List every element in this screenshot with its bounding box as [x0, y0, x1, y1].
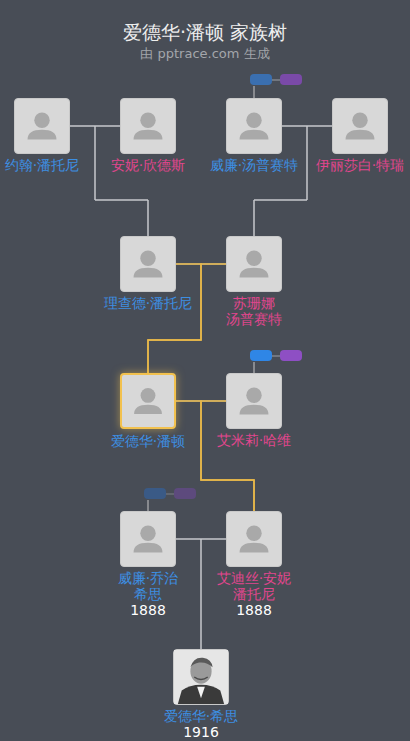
person-icon: [227, 237, 281, 291]
person-icon: [122, 375, 174, 427]
person-label: 爱德华·潘顿: [111, 433, 185, 449]
person-name: 艾米莉·哈维: [217, 432, 291, 448]
person-name: 爱德华·潘顿: [111, 433, 185, 449]
person-box: 威廉·汤普赛特: [226, 98, 282, 154]
person-photo: [174, 650, 228, 704]
person-name: 理查德·潘托尼: [104, 295, 192, 311]
person-label: 苏珊娜 汤普赛特: [209, 295, 299, 327]
person-box: 艾迪丝·安妮 潘托尼1888: [226, 511, 282, 567]
person-name: 爱德华·希思: [164, 708, 238, 724]
person-name: 威廉·汤普赛特: [210, 157, 298, 173]
person-label: 爱德华·希思1916: [164, 708, 238, 740]
person-name: 威廉·乔治 希思: [103, 570, 193, 602]
person-icon: [121, 237, 175, 291]
person-icon: [227, 99, 281, 153]
person-box: 艾米莉·哈维: [226, 373, 282, 429]
birth-year: 1888: [130, 602, 166, 618]
person-box: 安妮·欣德斯: [120, 98, 176, 154]
person-label: 伊丽莎白·特瑞: [316, 157, 404, 173]
tree-title: 爱德华·潘顿 家族树: [0, 20, 410, 46]
relation-badge: [250, 74, 302, 98]
person-label: 安妮·欣德斯: [111, 157, 185, 173]
person-icon: [227, 512, 281, 566]
person-box: 爱德华·希思1916: [173, 649, 229, 705]
person-label: 理查德·潘托尼: [104, 295, 192, 311]
person-box: 爱德华·潘顿: [120, 373, 176, 429]
birth-year: 1888: [236, 602, 272, 618]
person-label: 威廉·乔治 希思1888: [103, 570, 193, 618]
person-box: 苏珊娜 汤普赛特: [226, 236, 282, 292]
parent-child-line: [201, 539, 226, 649]
parent-child-line: [176, 539, 201, 649]
relation-badge: [144, 488, 196, 511]
person-name: 约翰·潘托尼: [5, 157, 79, 173]
person-label: 艾迪丝·安妮 潘托尼1888: [209, 570, 299, 618]
person-box: 伊丽莎白·特瑞: [332, 98, 388, 154]
tree-caption: 由 pptrace.com 生成: [0, 45, 410, 63]
person-label: 威廉·汤普赛特: [210, 157, 298, 173]
person-name: 艾迪丝·安妮 潘托尼: [209, 570, 299, 602]
person-name: 伊丽莎白·特瑞: [316, 157, 404, 173]
person-box: 理查德·潘托尼: [120, 236, 176, 292]
person-box: 约翰·潘托尼: [14, 98, 70, 154]
person-icon: [227, 374, 281, 428]
person-icon: [121, 99, 175, 153]
person-box: 威廉·乔治 希思1888: [120, 511, 176, 567]
person-icon: [333, 99, 387, 153]
birth-year: 1916: [183, 724, 219, 740]
person-label: 艾米莉·哈维: [217, 432, 291, 448]
person-name: 安妮·欣德斯: [111, 157, 185, 173]
person-icon: [121, 512, 175, 566]
relation-badge: [250, 350, 302, 373]
person-icon: [15, 99, 69, 153]
person-label: 约翰·潘托尼: [5, 157, 79, 173]
person-name: 苏珊娜 汤普赛特: [209, 295, 299, 327]
